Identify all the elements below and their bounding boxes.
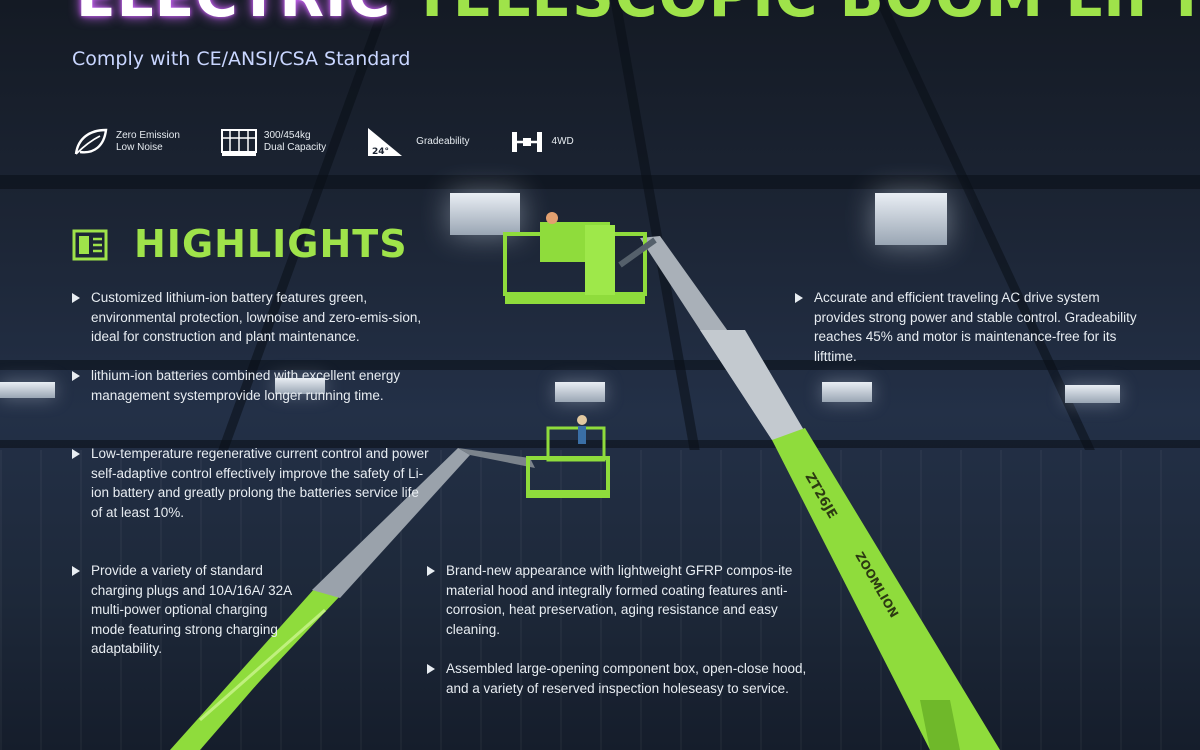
ceiling-lamp bbox=[0, 382, 55, 398]
feature-strip: Zero Emission Low Noise 300/454kg Dual C… bbox=[72, 126, 614, 158]
highlight-item: Provide a variety of standard charging p… bbox=[72, 561, 297, 659]
feature-dual-capacity: 300/454kg Dual Capacity bbox=[220, 126, 326, 158]
feature-line: Gradeability bbox=[416, 136, 470, 147]
battery-module-icon bbox=[72, 229, 108, 261]
highlight-text: Provide a variety of standard charging p… bbox=[91, 563, 292, 656]
highlight-text: Accurate and efficient traveling AC driv… bbox=[814, 290, 1137, 364]
ceiling-lamp bbox=[1065, 385, 1120, 403]
ceiling-lamp bbox=[450, 193, 520, 235]
highlight-item: Low-temperature regenerative current con… bbox=[72, 444, 432, 522]
highlight-item: Accurate and efficient traveling AC driv… bbox=[795, 288, 1145, 366]
leaf-icon bbox=[74, 128, 108, 155]
standards-subtitle: Comply with CE/ANSI/CSA Standard bbox=[72, 48, 411, 70]
highlight-item: lithium-ion batteries combined with exce… bbox=[72, 366, 440, 405]
page-title: ELECTRIC TELESCOPIC BOOM LIFT bbox=[76, 0, 1200, 30]
highlight-item: Assembled large-opening component box, o… bbox=[427, 659, 817, 698]
highlight-item: Brand-new appearance with lightweight GF… bbox=[427, 561, 817, 639]
highlight-text: Customized lithium-ion battery features … bbox=[91, 290, 422, 344]
ceiling-lamp bbox=[875, 193, 947, 245]
highlight-text: Assembled large-opening component box, o… bbox=[446, 661, 807, 696]
feature-zero-emission: Zero Emission Low Noise bbox=[72, 126, 180, 158]
feature-line: 300/454kg bbox=[263, 130, 311, 141]
gradeability-badge: 24° bbox=[372, 147, 389, 157]
ceiling-lamp bbox=[822, 382, 872, 402]
highlight-item: Customized lithium-ion battery features … bbox=[72, 288, 432, 347]
four-wheel-drive-icon bbox=[511, 132, 542, 152]
feature-line: Dual Capacity bbox=[263, 142, 327, 153]
highlight-text: Low-temperature regenerative current con… bbox=[91, 446, 429, 520]
ceiling-lamp bbox=[275, 378, 325, 394]
highlights-heading: HIGHLIGHTS bbox=[134, 222, 408, 266]
highlight-text: Brand-new appearance with lightweight GF… bbox=[446, 563, 793, 637]
title-telescopic-boom-lift: TELESCOPIC BOOM LIFT bbox=[412, 0, 1200, 30]
feature-gradeability: 24° Gradeability bbox=[366, 126, 470, 158]
highlight-text: lithium-ion batteries combined with exce… bbox=[91, 368, 401, 403]
platform-capacity-icon bbox=[220, 129, 257, 156]
feature-4wd: 4WD bbox=[508, 126, 574, 158]
ceiling-lamp bbox=[555, 382, 605, 402]
feature-line: Zero Emission bbox=[116, 130, 180, 141]
feature-line: Low Noise bbox=[116, 142, 163, 153]
gradeability-icon: 24° bbox=[368, 128, 403, 157]
feature-line: 4WD bbox=[551, 136, 574, 147]
title-electric: ELECTRIC bbox=[76, 0, 391, 30]
